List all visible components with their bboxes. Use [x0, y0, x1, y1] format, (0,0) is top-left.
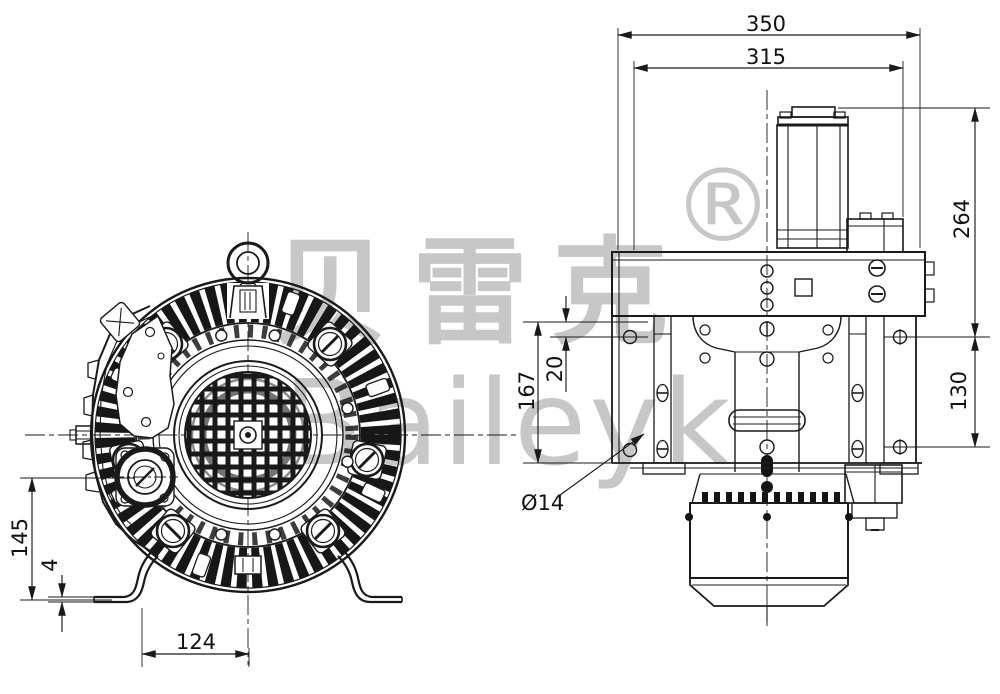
- fan-guard-mesh: [173, 360, 323, 510]
- dimension-hole-offset-label: 20: [543, 355, 567, 383]
- dimension-hole-diameter-label: Ø14: [521, 491, 565, 515]
- muffler: [776, 106, 849, 249]
- accessory-box: [846, 212, 904, 253]
- dimension-overall-width-label: 350: [745, 12, 787, 36]
- lifting-eye: [226, 241, 270, 319]
- dimension-flange-width-label: 315: [745, 45, 787, 69]
- dimension-body-height-label: 167: [515, 370, 539, 412]
- dimension-foot-height-label: 145: [8, 517, 32, 559]
- motor: [685, 473, 855, 622]
- cooling-fins-side: [702, 492, 840, 503]
- sight-boss: [728, 409, 806, 432]
- dimension-hole-spacing-label: 130: [947, 370, 971, 412]
- registered-trademark-icon: ®: [672, 147, 774, 266]
- mounting-feet: [93, 550, 403, 604]
- side-view: [611, 90, 935, 626]
- motor-housing: [689, 502, 849, 579]
- dimension-lines: [20, 28, 990, 667]
- front-view: [25, 232, 516, 665]
- dimension-foot-offset-label: 124: [175, 630, 217, 654]
- mid-housing: [611, 315, 922, 493]
- mount-hole-left: [622, 442, 638, 458]
- side-flange: [69, 301, 175, 552]
- dimension-foot-thickness-label: 4: [38, 558, 62, 572]
- inlet-port: [112, 446, 178, 508]
- dimension-upper-height-label: 264: [950, 198, 974, 240]
- terminal-box: [844, 464, 903, 531]
